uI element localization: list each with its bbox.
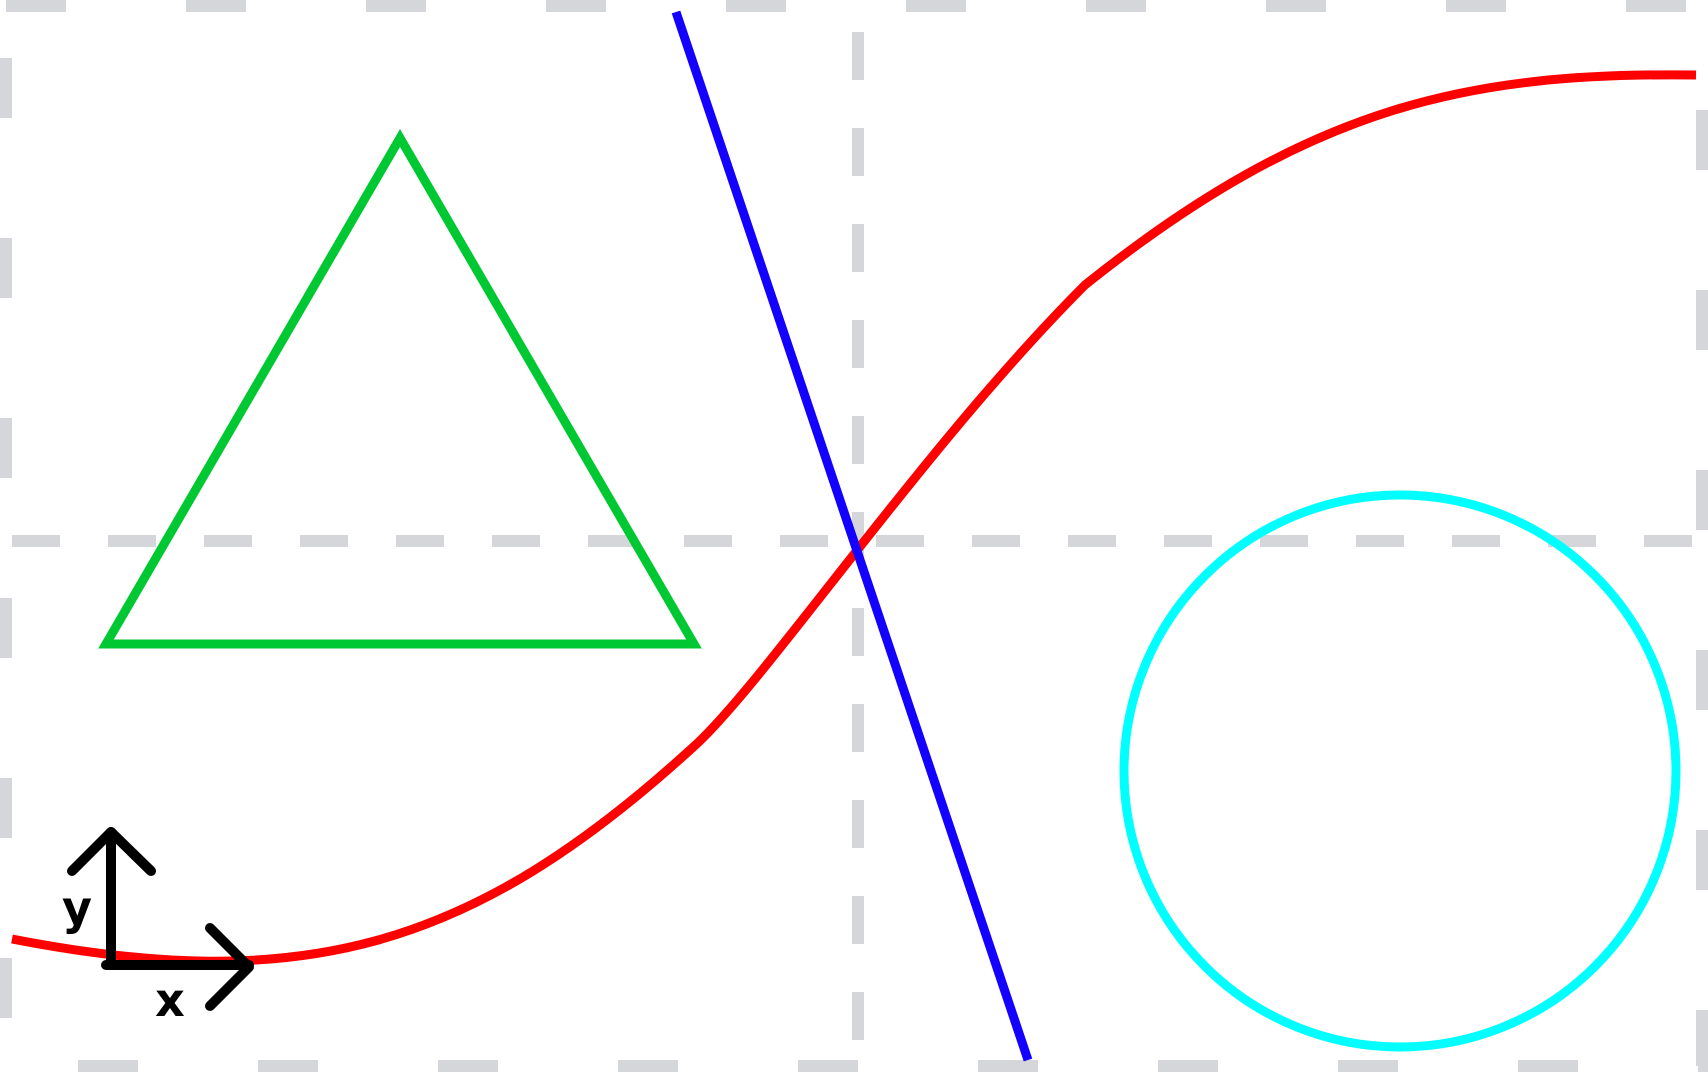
green-triangle [98,129,702,649]
cyan-circle [1119,490,1681,1052]
x-axis-label: x [155,973,185,1027]
axes-indicator: y x [62,827,254,1027]
x-axis-arrow [101,923,254,1011]
blue-line [671,10,1033,1062]
y-axis-arrow [67,827,156,970]
y-axis-label: y [62,881,92,935]
red-s-curve [11,70,1697,966]
